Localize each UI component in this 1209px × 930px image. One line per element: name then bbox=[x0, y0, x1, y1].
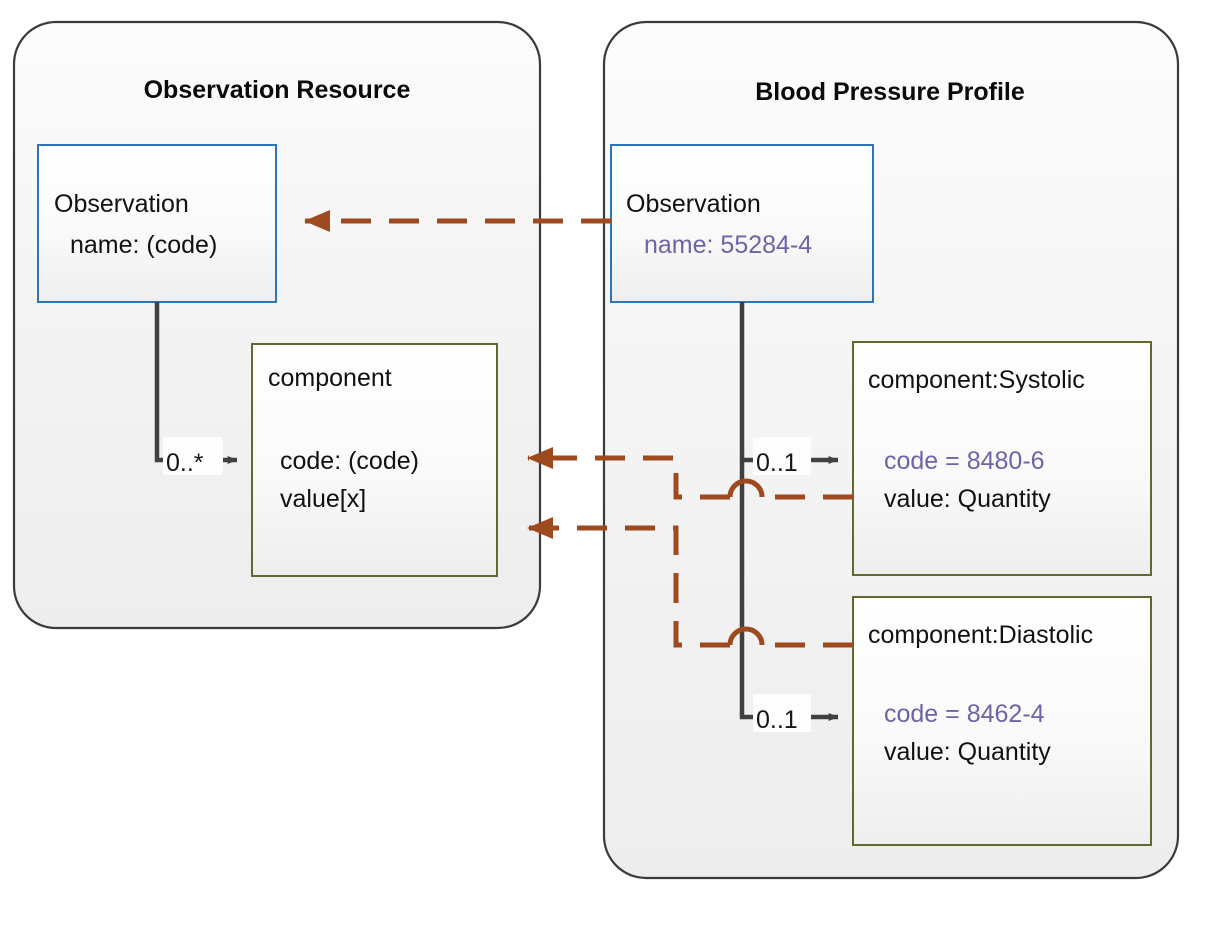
right-composition-connectors: 0..1 0..1 bbox=[739, 302, 839, 734]
left-composition-connector: 0..* bbox=[154, 302, 238, 477]
systolic-component-box[interactable]: component:Systolic code = 8480-6 value: … bbox=[852, 341, 1152, 576]
left-multiplicity-bg bbox=[163, 437, 223, 475]
left-component-attr-value: value[x] bbox=[280, 485, 366, 513]
trace-systolic-seg-left bbox=[527, 447, 730, 500]
trace-relation-diastolic bbox=[527, 517, 853, 648]
left-component-box-frame bbox=[251, 343, 498, 577]
diastolic-multiplicity-bg bbox=[753, 694, 811, 732]
left-observation-box-title: Observation bbox=[54, 190, 189, 218]
diastolic-attr-code: code = 8462-4 bbox=[884, 700, 1045, 728]
systolic-attr-code: code = 8480-6 bbox=[884, 447, 1045, 475]
diastolic-component-box[interactable]: component:Diastolic code = 8462-4 value:… bbox=[852, 596, 1152, 846]
left-package-title: Observation Resource bbox=[144, 76, 411, 104]
right-observation-box-title: Observation bbox=[626, 190, 761, 218]
left-observation-attr-name: name: (code) bbox=[70, 231, 217, 259]
right-observation-attr-name: name: 55284-4 bbox=[644, 231, 812, 259]
diastolic-box-frame bbox=[852, 596, 1152, 846]
left-multiplicity-label: 0..* bbox=[166, 449, 204, 477]
trace-systolic-line-hop bbox=[727, 478, 765, 498]
left-component-box-title: component bbox=[268, 364, 392, 392]
systolic-multiplicity-bg bbox=[753, 437, 811, 475]
systolic-box-frame bbox=[852, 341, 1152, 576]
trace-diastolic-line-hop bbox=[727, 626, 765, 646]
trace-diastolic-seg-left bbox=[527, 517, 730, 648]
left-component-box[interactable]: component code: (code) value[x] bbox=[251, 343, 498, 577]
systolic-box-title: component:Systolic bbox=[868, 366, 1085, 394]
left-component-attr-code: code: (code) bbox=[280, 447, 419, 475]
trace-relation-systolic bbox=[527, 447, 853, 500]
right-observation-box-frame bbox=[610, 144, 874, 303]
systolic-attr-value: value: Quantity bbox=[884, 485, 1051, 513]
systolic-multiplicity-label: 0..1 bbox=[756, 449, 798, 477]
diastolic-multiplicity-label: 0..1 bbox=[756, 706, 798, 734]
right-observation-box[interactable]: Observation name: 55284-4 bbox=[610, 144, 874, 303]
diastolic-box-title: component:Diastolic bbox=[868, 621, 1093, 649]
left-observation-box[interactable]: Observation name: (code) bbox=[37, 144, 277, 303]
left-observation-box-frame bbox=[37, 144, 277, 303]
right-package-title: Blood Pressure Profile bbox=[755, 78, 1025, 106]
diastolic-attr-value: value: Quantity bbox=[884, 738, 1051, 766]
